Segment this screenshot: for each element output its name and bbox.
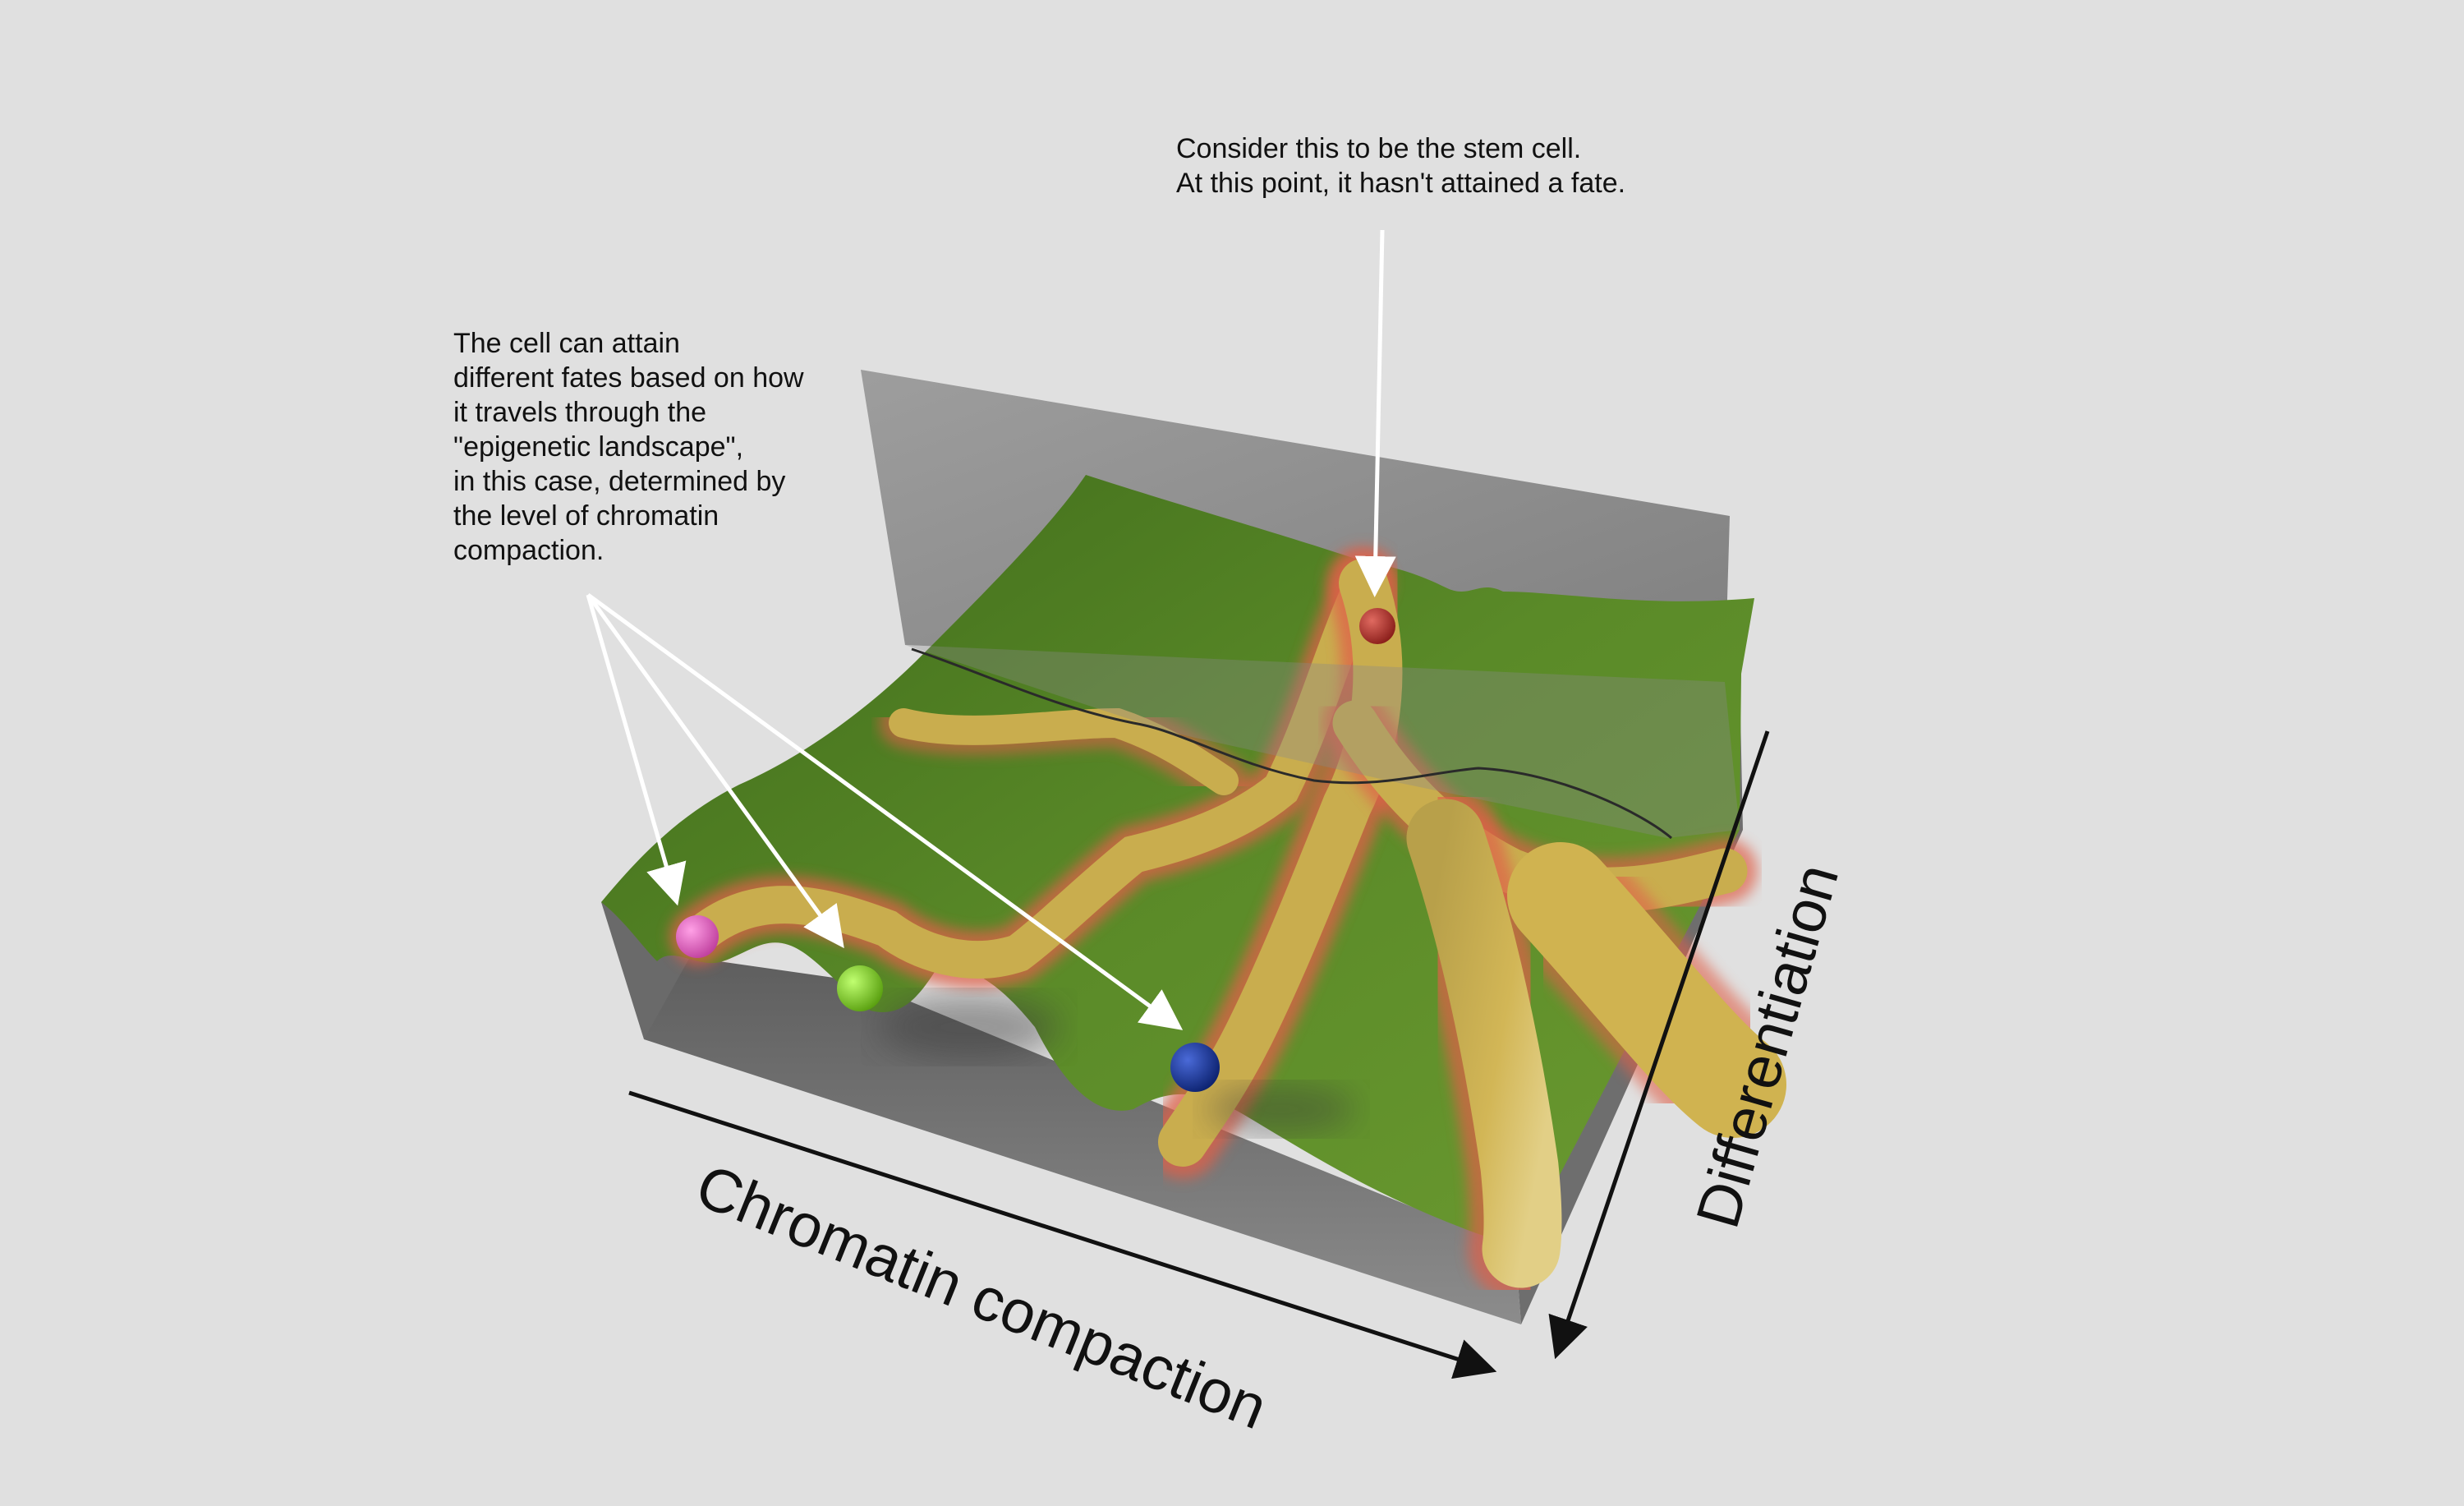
green-fate-arrow xyxy=(586,593,844,949)
y-axis-arrow xyxy=(1548,730,1770,1360)
pink-fate-ball xyxy=(676,915,719,958)
shadow xyxy=(1207,1085,1355,1134)
front-wall xyxy=(644,957,1521,1324)
blue-fate-arrow xyxy=(586,592,1184,1030)
valley-network xyxy=(669,546,1799,1302)
stem-cell-annotation: Consider this to be the stem cell. At th… xyxy=(1176,133,1626,199)
x-axis-arrow xyxy=(628,1090,1497,1379)
blue-fate-ball xyxy=(1170,1043,1220,1092)
annotation-arrows xyxy=(586,229,1396,1030)
section-plane xyxy=(905,645,1740,838)
pink-fate-arrow xyxy=(586,594,687,906)
shadow xyxy=(879,994,1060,1060)
green-fate-ball xyxy=(837,965,883,1011)
stem-cell-arrow xyxy=(1354,229,1396,597)
stem-cell-ball xyxy=(1359,608,1395,644)
cell-fates-annotation: The cell can attain different fates base… xyxy=(453,328,804,566)
plane-intersection-line xyxy=(911,647,1672,840)
